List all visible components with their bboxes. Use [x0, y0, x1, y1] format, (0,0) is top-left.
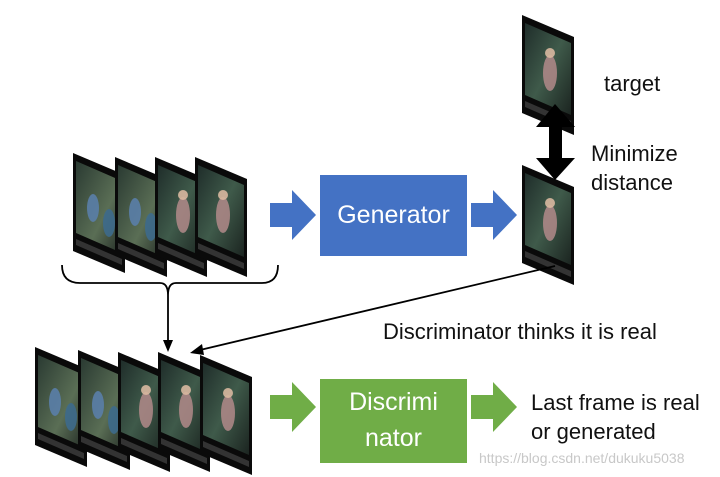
generated-to-disc-line	[199, 265, 556, 351]
discriminator-thinks-label: Discriminator thinks it is real	[383, 319, 657, 344]
discriminator-box	[320, 379, 467, 463]
generator-box	[320, 175, 467, 256]
last-frame-label-line2: or generated	[531, 419, 656, 444]
arrow-to-generator	[270, 190, 316, 240]
discriminator-input-stack	[35, 347, 252, 475]
input-frame-stack	[73, 153, 247, 277]
last-frame-label-line1: Last frame is real	[531, 390, 700, 415]
arrow-from-discriminator	[471, 382, 517, 432]
generator-label: Generator	[337, 201, 450, 229]
arrow-to-discriminator	[270, 382, 316, 432]
watermark: https://blog.csdn.net/dukuku5038	[479, 450, 685, 466]
minimize-distance-arrow	[536, 104, 575, 180]
generated-to-disc-head	[190, 344, 204, 355]
bracket-arrow-head	[163, 340, 173, 352]
discriminator-label-line2: nator	[365, 424, 422, 452]
target-label: target	[604, 71, 661, 96]
discriminator-label-line1: Discrimi	[349, 388, 438, 416]
discriminator-label: Discrimi nator	[320, 384, 467, 456]
arrow-from-generator	[471, 190, 517, 240]
minimize-label-line2: distance	[591, 170, 673, 195]
minimize-label-line1: Minimize	[591, 141, 678, 166]
